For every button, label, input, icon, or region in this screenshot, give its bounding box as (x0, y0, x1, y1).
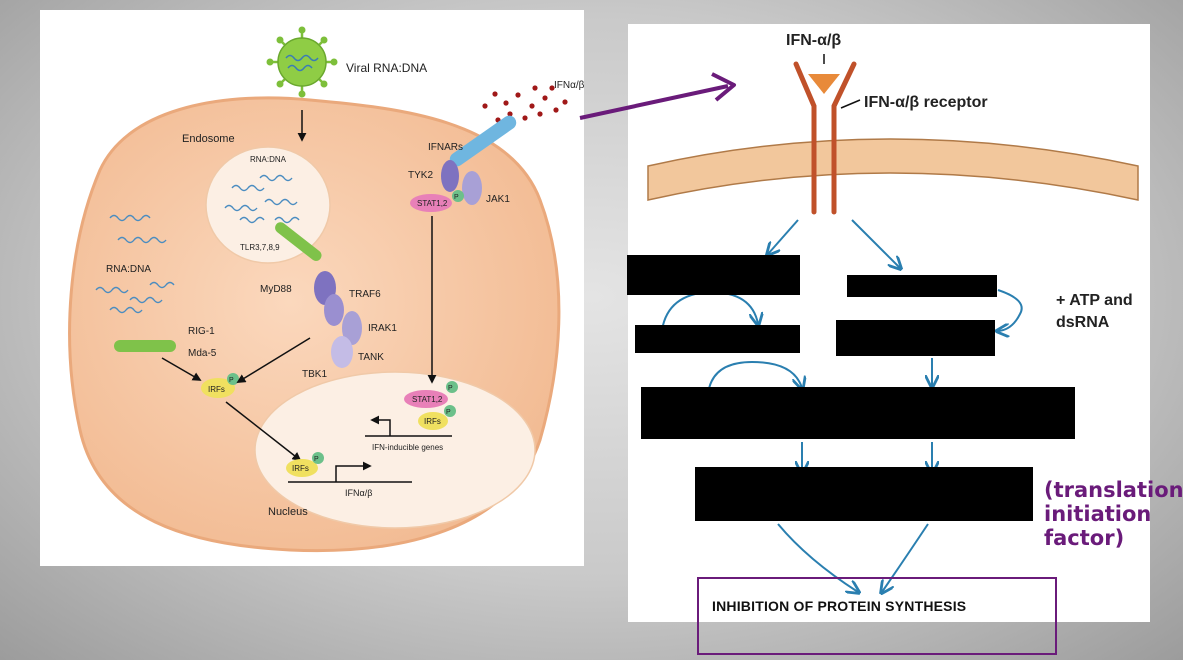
ifn-secreted-label: IFNα/β (554, 80, 584, 91)
nucleus-phosphate-icon (446, 381, 458, 393)
rig1-label: RIG-1 (188, 326, 215, 337)
nucleus-label: Nucleus (268, 506, 308, 518)
ifn-ligand-icon (808, 74, 840, 94)
tlr-label: TLR3,7,8,9 (240, 243, 280, 252)
jak1-label: JAK1 (486, 194, 510, 205)
phosphate-label: P (229, 377, 234, 384)
note-line-1: (translation (1044, 478, 1183, 502)
ifn-gene-label: IFNα/β (345, 488, 372, 498)
tank-protein (331, 336, 353, 368)
phosphate-icon (227, 373, 239, 385)
note-line-3: factor) (1044, 526, 1125, 550)
nucleus-irfs-label: IRFs (424, 417, 441, 426)
innate-signaling-figure: Viral RNA:DNA Endosome RNA:DNA TLR3,7,8,… (40, 10, 584, 566)
interferon-pathway-diagram: IFN-α/β IFN-α/β receptor + ATP and dsRNA (647, 32, 1139, 622)
atp-label-line1: + ATP and (1056, 292, 1133, 309)
virus-label: Viral RNA:DNA (346, 61, 427, 75)
ifn-molecules-icon (482, 85, 568, 123)
stat-protein (410, 194, 452, 212)
nucleus-irfs-phosphate-icon (444, 405, 456, 417)
result-label: INHIBITION OF PROTEIN SYNTHESIS (712, 598, 967, 614)
nucleus-stat-protein (404, 390, 448, 408)
tbk1-label: TBK1 (302, 369, 327, 380)
irfs-label: IRFs (208, 385, 225, 394)
irfs-protein (201, 378, 235, 398)
jak1-protein (462, 171, 482, 205)
ifn-inducible-gene-icon (365, 420, 452, 437)
redacted-box-6 (695, 467, 1033, 521)
virus-icon (266, 26, 338, 98)
tyk2-protein (441, 160, 459, 192)
irak1-protein (342, 311, 362, 345)
nucleus-irfs-phosphate-label: P (446, 409, 451, 416)
nucleus-phosphate-label: P (448, 385, 453, 392)
redacted-box-5 (641, 387, 1075, 439)
signaling-diagram: Viral RNA:DNA Endosome RNA:DNA TLR3,7,8,… (68, 26, 584, 553)
endosome (205, 146, 331, 264)
ifn-receptor-icon (793, 61, 857, 215)
ifn-inducible-label: IFN-inducible genes (372, 443, 443, 452)
redacted-box-4 (836, 320, 995, 356)
ifnars-label: IFNARs (428, 142, 463, 153)
irak1-label: IRAK1 (368, 323, 397, 334)
endosome-rna-label: RNA:DNA (250, 155, 287, 164)
myd88-label: MyD88 (260, 284, 292, 295)
ifnar-receptor (449, 115, 517, 167)
redacted-box-1 (627, 255, 800, 295)
mda5-label: Mda-5 (188, 348, 217, 359)
redacted-box-2 (847, 275, 997, 297)
nucleus-irfs2-protein (286, 459, 318, 477)
stat-phosphate-label: P (454, 194, 459, 201)
cytoplasm-rna-icon (95, 214, 175, 314)
cytoplasm-rna-label: RNA:DNA (106, 264, 151, 275)
tank-label: TANK (358, 352, 384, 363)
nucleus-irfs2-phosphate-label: P (314, 456, 319, 463)
endosome-rna-icon (224, 174, 300, 224)
nucleus-stat-label: STAT1,2 (412, 395, 443, 404)
stat-label: STAT1,2 (417, 199, 448, 208)
redacted-box-3 (635, 325, 800, 353)
traf6-label: TRAF6 (349, 289, 381, 300)
atp-label-line2: dsRNA (1056, 314, 1110, 331)
traf6-protein (324, 294, 344, 326)
endosome-label: Endosome (182, 133, 235, 145)
translation-factor-note: (translation initiation factor) (1044, 478, 1183, 550)
plasma-membrane (647, 138, 1139, 201)
phosphate-icon-stat (452, 190, 464, 202)
tlr-receptor (275, 222, 322, 261)
receptor-label: IFN-α/β receptor (864, 94, 988, 111)
nucleus-irfs2-label: IRFs (292, 464, 309, 473)
nucleus-irfs2-phosphate-icon (312, 452, 324, 464)
nucleus (254, 371, 536, 529)
ifn-label: IFN-α/β (786, 32, 841, 49)
note-line-2: initiation (1044, 502, 1152, 526)
tyk2-label: TYK2 (408, 170, 433, 181)
ifn-gene-icon (288, 466, 412, 483)
result-box (697, 577, 1057, 655)
nucleus-irfs-protein (418, 412, 448, 430)
rig1-mda5-receptor (114, 340, 176, 352)
